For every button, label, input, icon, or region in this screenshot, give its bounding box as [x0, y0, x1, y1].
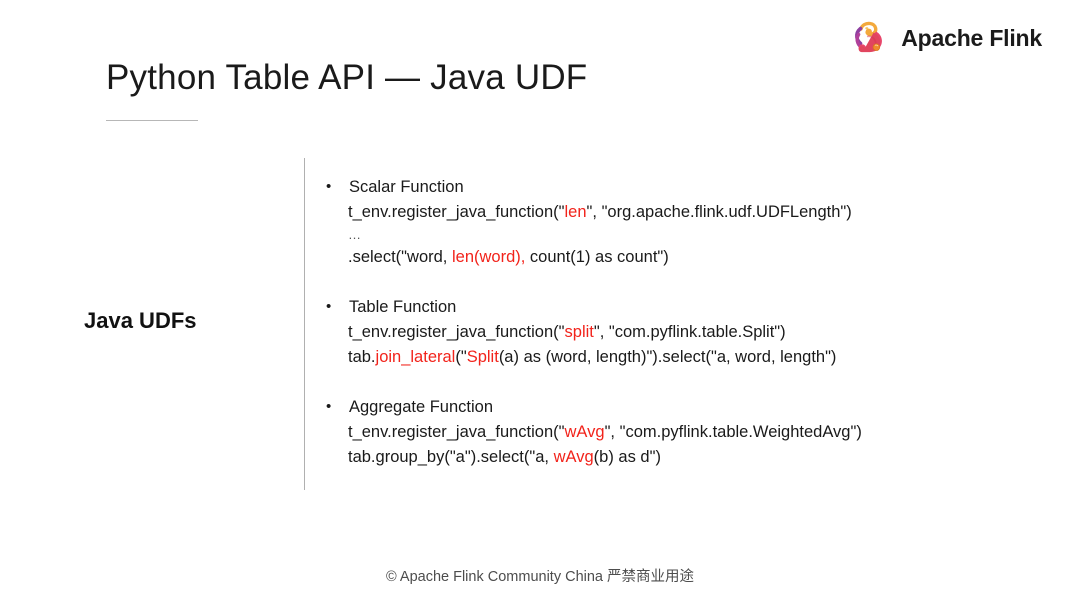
code-text: t_env.register_java_function(" — [348, 202, 565, 221]
code-line-group: t_env.register_java_function("split", "c… — [326, 320, 1026, 370]
code-line: t_env.register_java_function("wAvg", "co… — [348, 420, 1026, 445]
flink-squirrel-logo-icon — [847, 16, 892, 60]
code-text: count(1) as count") — [525, 247, 669, 266]
footer-copyright: © Apache Flink Community China 严禁商业用途 — [385, 569, 695, 585]
udf-block-heading: • Aggregate Function — [326, 396, 1026, 420]
code-text: .select("word, — [348, 247, 452, 266]
bullet-icon: • — [326, 397, 332, 415]
code-text: tab. — [348, 347, 376, 366]
code-highlight-token: len(word), — [451, 247, 526, 266]
code-text: ", "org.apache.flink.udf.UDFLength") — [586, 202, 852, 221]
udf-content: • Scalar Function t_env.register_java_func… — [326, 176, 1026, 470]
code-text: (" — [455, 347, 467, 366]
udf-block-title: Scalar Function — [349, 178, 464, 196]
code-line-group: t_env.register_java_function("len", "org… — [326, 200, 1026, 270]
section-label: Java UDFs — [84, 308, 197, 333]
code-text: ", "com.pyflink.table.Split") — [593, 322, 786, 341]
udf-block: • Aggregate Function t_env.register_java_f… — [326, 396, 1026, 470]
udf-block-heading: • Scalar Function — [326, 176, 1026, 200]
title-underline-rule — [106, 120, 198, 121]
brand-name: Apache Flink — [901, 24, 1042, 51]
code-ellipsis: … — [348, 225, 1026, 245]
code-highlight-token: wAvg — [553, 447, 594, 466]
code-text: (b) as d") — [593, 447, 661, 466]
bullet-icon: • — [326, 178, 332, 195]
code-line: t_env.register_java_function("split", "c… — [348, 320, 1026, 345]
code-text: t_env.register_java_function(" — [348, 322, 565, 341]
code-highlight-token: join_lateral — [375, 347, 456, 366]
code-highlight-token: wAvg — [564, 422, 605, 441]
code-text: t_env.register_java_function(" — [348, 422, 565, 441]
code-highlight-token: split — [564, 322, 594, 341]
udf-block-title: Table Function — [349, 297, 457, 316]
code-text: (a) as (word, length)").select("a, word,… — [498, 347, 837, 366]
udf-block-title: Aggregate Function — [349, 397, 494, 416]
udf-block: • Scalar Function t_env.register_java_func… — [326, 176, 1026, 270]
bullet-icon: • — [326, 297, 332, 315]
code-text: ", "com.pyflink.table.WeightedAvg") — [604, 422, 862, 441]
code-highlight-token: Split — [466, 347, 499, 366]
code-line: t_env.register_java_function("len", "org… — [348, 200, 1026, 225]
content-divider-rule — [304, 158, 305, 490]
udf-block: • Table Function t_env.register_java_funct… — [326, 296, 1026, 370]
code-text: tab.group_by("a").select("a, — [348, 447, 554, 466]
page-title: Python Table API — Java UDF — [106, 58, 588, 97]
code-line-group: t_env.register_java_function("wAvg", "co… — [326, 420, 1026, 470]
code-text: … — [348, 227, 361, 242]
code-line: tab.group_by("a").select("a, wAvg(b) as … — [348, 445, 1026, 470]
code-highlight-token: len — [564, 202, 587, 221]
brand-lockup: Apache Flink — [847, 16, 1042, 60]
code-line: tab.join_lateral("Split(a) as (word, len… — [348, 345, 1026, 370]
code-line: .select("word, len(word), count(1) as co… — [348, 245, 1026, 270]
udf-block-heading: • Table Function — [326, 296, 1026, 320]
